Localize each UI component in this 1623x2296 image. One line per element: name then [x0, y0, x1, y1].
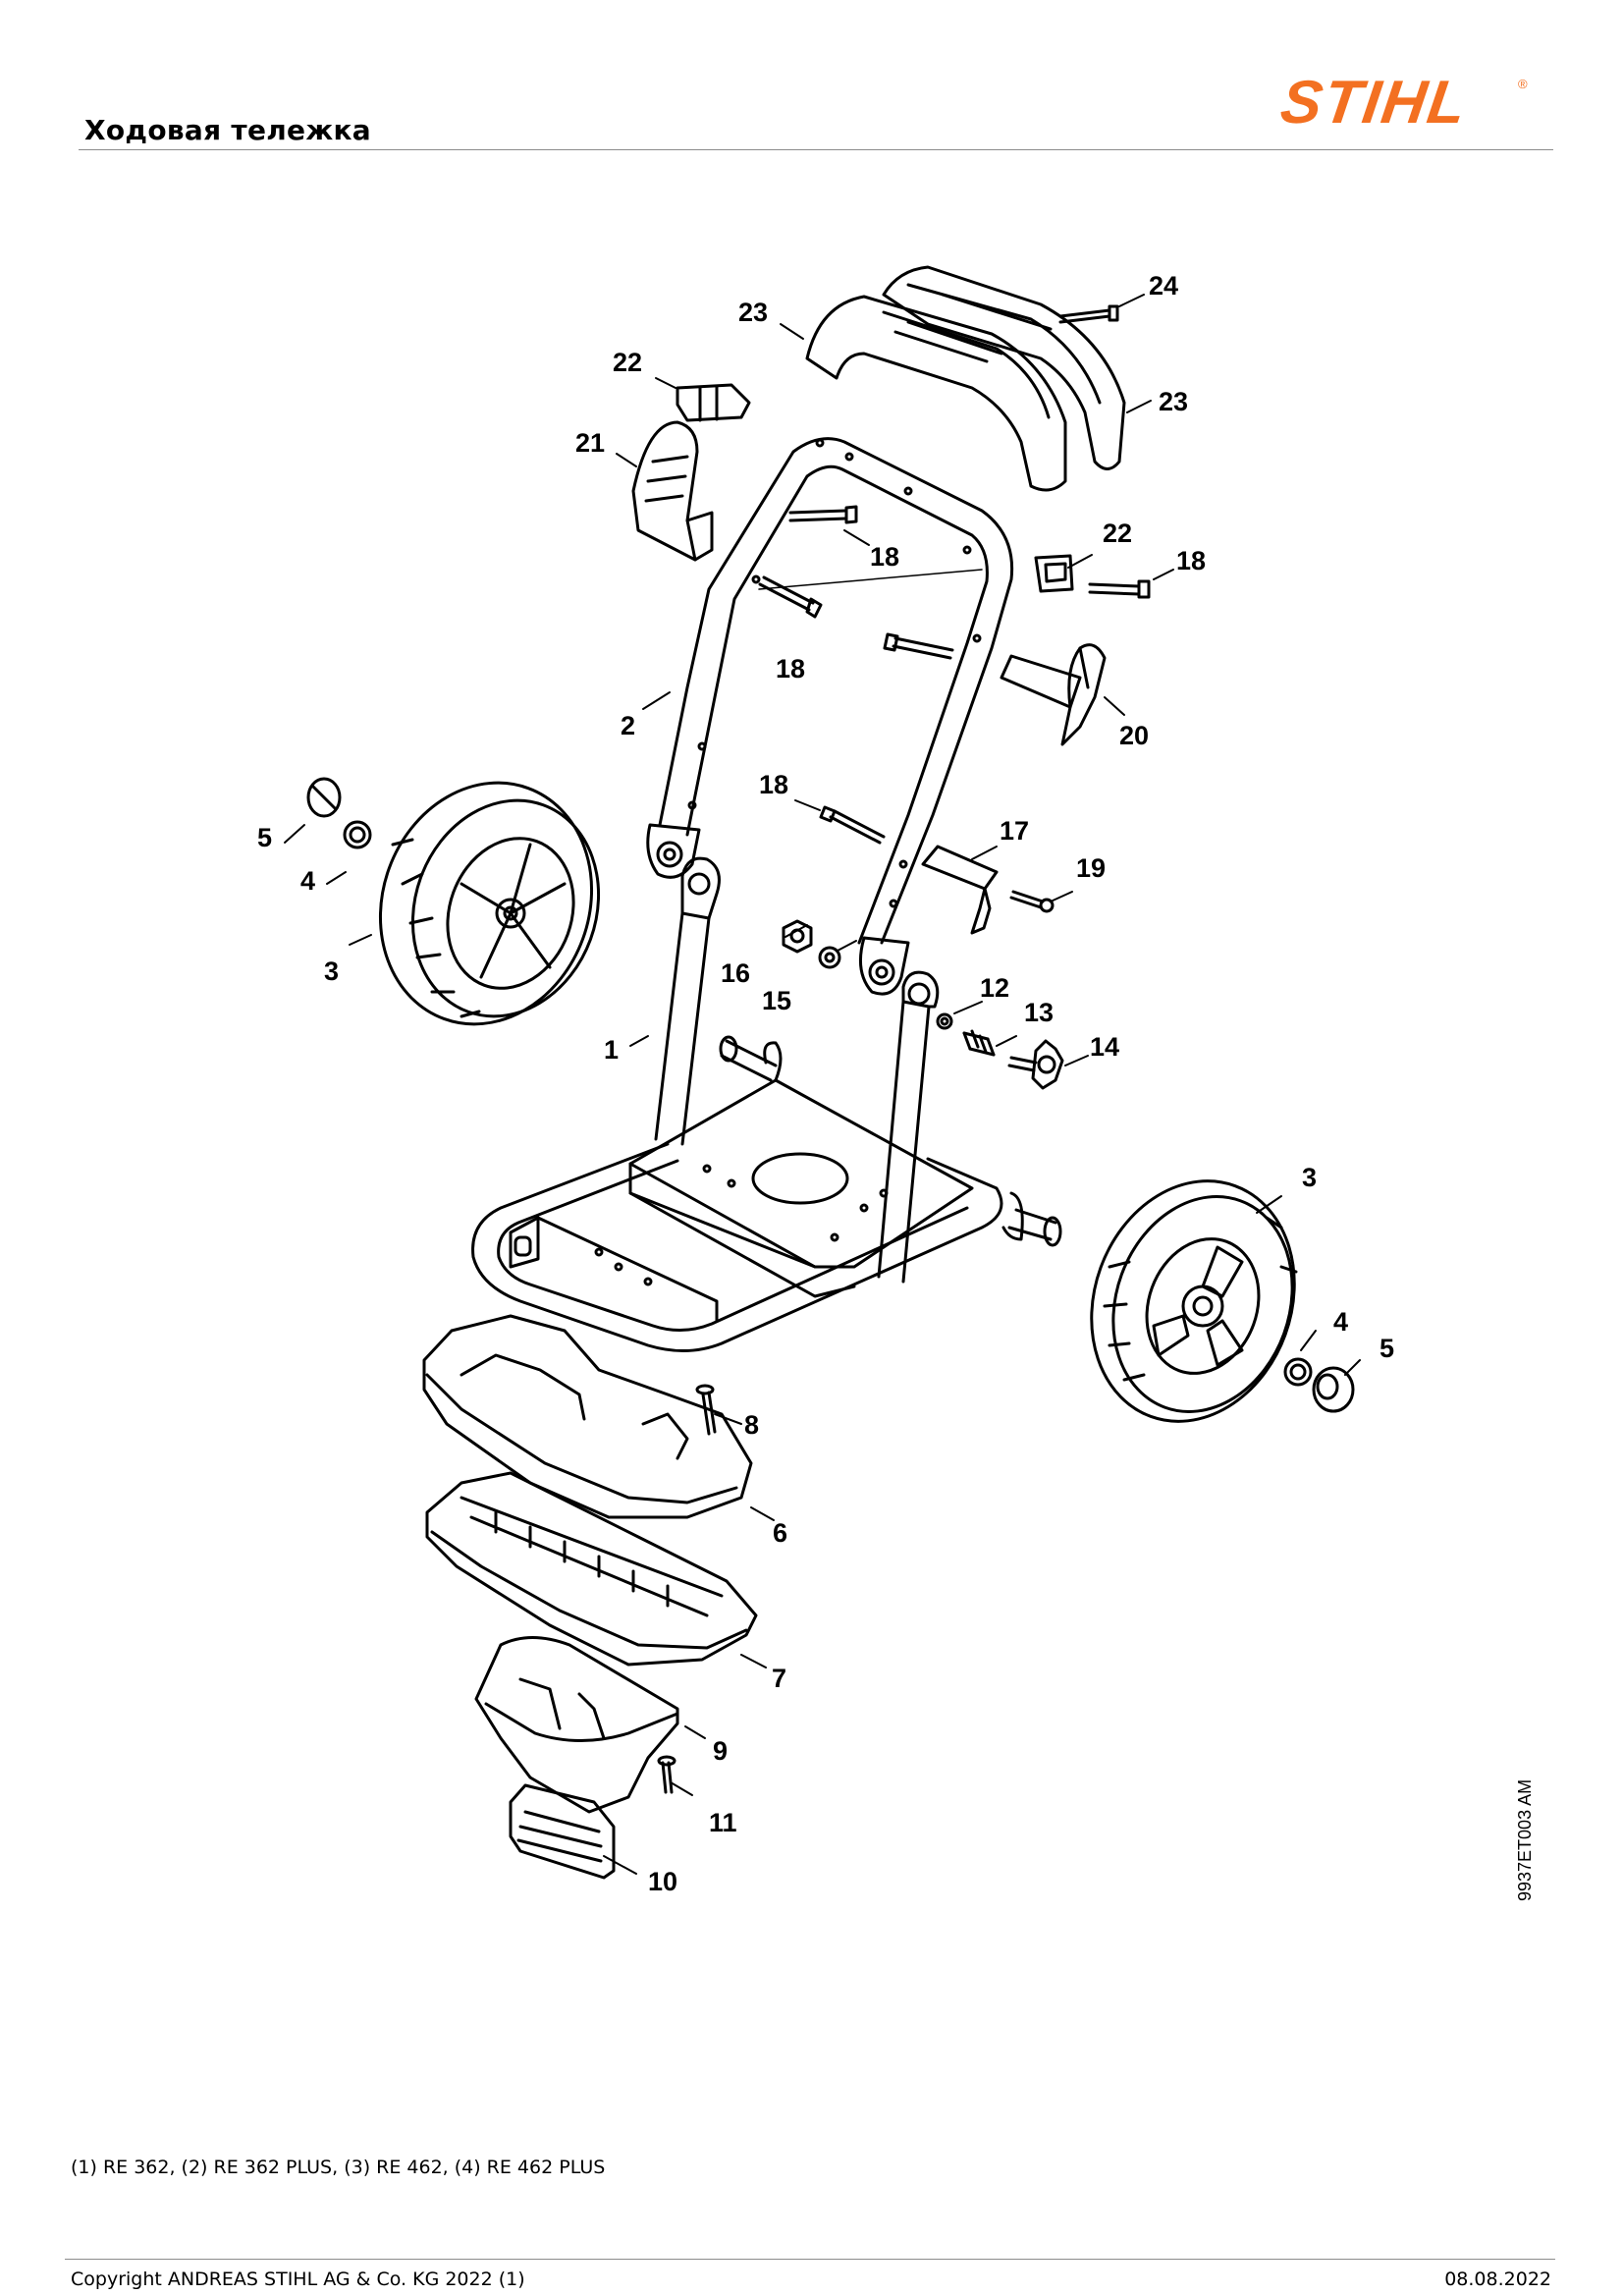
callout-10: 10: [648, 1867, 677, 1896]
handle-cover-23-back: [882, 265, 1126, 470]
callout-11: 11: [709, 1808, 737, 1837]
callout-17: 17: [1000, 816, 1029, 846]
footer-divider: [65, 2259, 1555, 2260]
screw-8: [695, 1384, 717, 1436]
bolt-18-middle-left: [758, 575, 823, 619]
retaining-ring-4-right: [1283, 1357, 1313, 1387]
callout-5-right: 5: [1380, 1334, 1394, 1363]
page-title: Ходовая тележка: [84, 114, 371, 146]
rubber-foot-10: [509, 1783, 616, 1880]
callout-1: 1: [604, 1035, 619, 1065]
carry-handle-9: [474, 1636, 679, 1814]
callout-4-left: 4: [300, 866, 315, 896]
bolt-18-middle-right: [883, 632, 954, 660]
screw-19: [1009, 890, 1055, 913]
bottom-tray-7: [425, 1471, 758, 1667]
svg-text:STIHL: STIHL: [1276, 69, 1472, 137]
copyright: Copyright ANDREAS STIHL AG & Co. KG 2022…: [71, 2269, 525, 2290]
bolt-18-upper: [788, 505, 858, 524]
callout-4-right: 4: [1333, 1307, 1348, 1337]
handle-frame: [646, 437, 1014, 996]
callout-16: 16: [721, 958, 750, 988]
hub-cap-5-left: [306, 777, 342, 818]
handle-cover-23-front: [805, 295, 1067, 492]
callout-6: 6: [773, 1518, 787, 1548]
spring-13: [962, 1029, 996, 1057]
wheel-3-right: [1090, 1179, 1298, 1423]
retaining-ring-4-left: [343, 820, 372, 849]
callout-24: 24: [1149, 271, 1178, 301]
callout-5-left: 5: [257, 823, 272, 852]
callout-3-right: 3: [1302, 1163, 1317, 1192]
reference-code-text: 9937ET003 AM: [1515, 1778, 1535, 1901]
wheel-3-left: [378, 781, 601, 1026]
washer-15: [818, 946, 841, 969]
stihl-logo-mark: STIHL: [1276, 69, 1472, 137]
date: 08.08.2022: [1444, 2269, 1551, 2290]
bracket-20: [1000, 643, 1107, 746]
callout-14: 14: [1090, 1032, 1119, 1062]
bolt-18-lower: [819, 805, 886, 845]
callout-18-middle: 18: [776, 654, 805, 683]
callout-2: 2: [621, 711, 635, 740]
callout-18-upper: 18: [870, 542, 899, 572]
svg-text:®: ®: [1518, 77, 1528, 91]
callout-8: 8: [744, 1410, 759, 1440]
models-note: (1) RE 362, (2) RE 362 PLUS, (3) RE 462,…: [71, 2157, 606, 2178]
screw-11: [657, 1755, 676, 1794]
bolt-18-right: [1088, 579, 1151, 599]
washer-12: [936, 1012, 953, 1030]
hose-holder-21: [631, 420, 714, 562]
holder-17: [921, 845, 999, 935]
stihl-logo: STIHL ®: [1276, 69, 1528, 137]
cable-clip-22-right: [1034, 554, 1074, 593]
callout-22-left: 22: [613, 348, 642, 377]
callout-13: 13: [1024, 998, 1054, 1027]
screw-24: [1058, 304, 1119, 324]
leader-lines: [284, 294, 1361, 1875]
knob-14: [1007, 1039, 1064, 1090]
callout-15: 15: [762, 986, 791, 1015]
callout-23-front: 23: [738, 298, 768, 327]
callout-labels: 1 2 3 3 4 4 5 5 6 7 8 9 10 11 12 13 14 1…: [257, 271, 1394, 1896]
callout-7: 7: [772, 1664, 786, 1693]
hub-cap-5-right: [1312, 1366, 1355, 1413]
callout-20: 20: [1119, 721, 1149, 750]
callout-18-lower: 18: [759, 770, 788, 799]
callout-12: 12: [980, 973, 1009, 1003]
callout-3-left: 3: [324, 957, 339, 986]
hose-tray-6: [422, 1314, 753, 1519]
cable-clip-22-left: [676, 383, 751, 422]
header-divider: [79, 149, 1553, 150]
callout-9: 9: [713, 1736, 728, 1766]
callout-23-back: 23: [1159, 387, 1188, 416]
callout-21: 21: [575, 428, 605, 458]
base-frame-1: [471, 856, 1062, 1353]
callout-22-right: 22: [1103, 519, 1132, 548]
callout-19: 19: [1076, 853, 1106, 883]
callout-18-right: 18: [1176, 546, 1206, 575]
